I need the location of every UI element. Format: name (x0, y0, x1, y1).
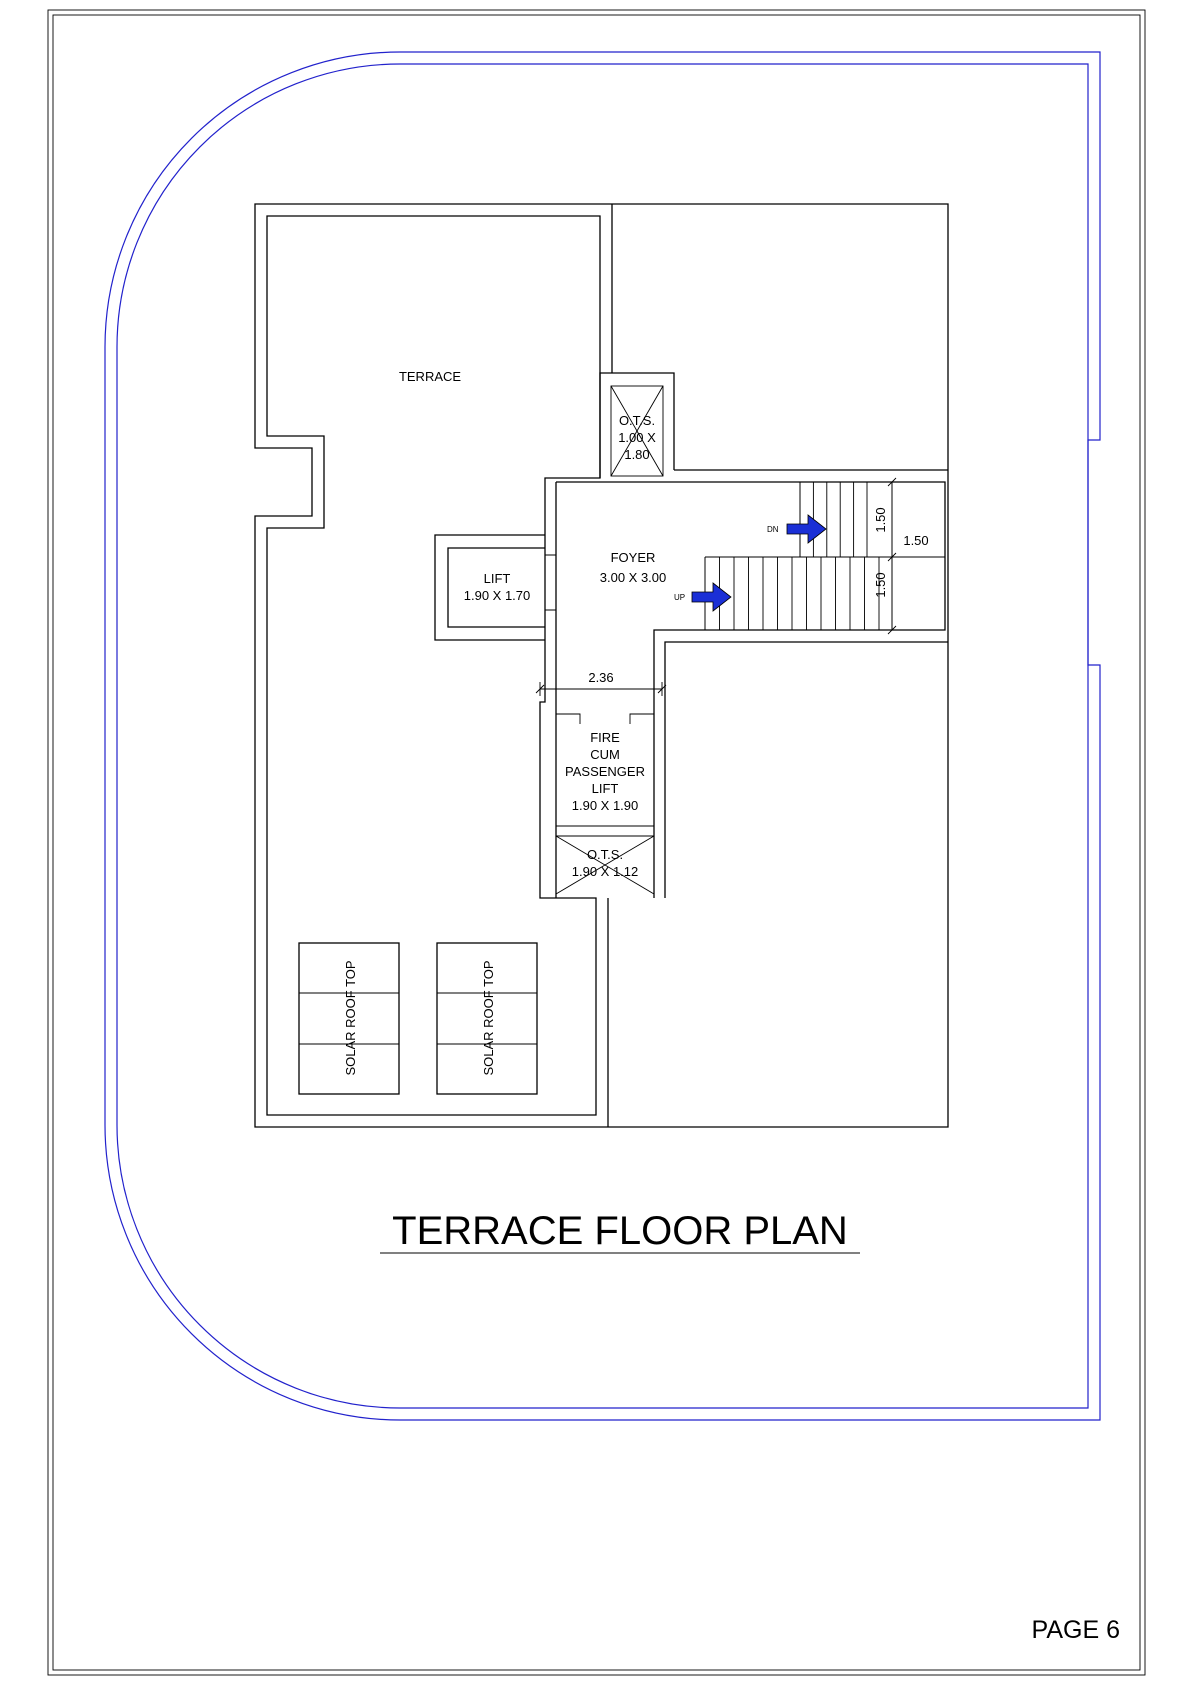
ots-top-label-line3: 1.80 (624, 447, 649, 462)
lift-door-jambs (545, 554, 556, 611)
title-block: TERRACE FLOOR PLAN (380, 1209, 860, 1254)
drawing-title: TERRACE FLOOR PLAN (392, 1209, 848, 1253)
dn-label: DN (767, 525, 779, 534)
solar-panel-2-label: SOLAR ROOF TOP (481, 960, 496, 1075)
lift-label: LIFT (484, 571, 511, 586)
lift-shaft-walls (434, 534, 545, 641)
fire-lift-label-line2: CUM (590, 747, 620, 762)
stair-flight-edges (704, 482, 945, 630)
dim-flight-upper-text: 1.50 (873, 507, 888, 532)
solar-panel-1-rows (299, 992, 399, 1045)
building-walls (254, 203, 949, 1128)
ots-top-diagonal-2 (610, 385, 664, 477)
plot-boundary-inner (116, 63, 1089, 1409)
dimension-lines: 2.36 1.50 1.50 1.50 (535, 477, 929, 696)
outer-wall (254, 203, 949, 1128)
room-labels: TERRACE O.T.S. 1.00 X 1.80 FOYER 3.00 X … (399, 369, 666, 879)
up-arrow: UP (674, 582, 732, 612)
ots-bottom-size: 1.90 X 1.12 (572, 864, 639, 879)
stair-lower-flight (704, 557, 880, 630)
lift-size: 1.90 X 1.70 (464, 588, 531, 603)
solar-panel-1 (298, 942, 400, 1095)
dim-flight-ticks (887, 477, 897, 635)
ots-top-label-line2: 1.00 X (618, 430, 656, 445)
core-outer-wall (664, 641, 948, 898)
page-number: PAGE 6 (1032, 1616, 1120, 1644)
dim-foyer-width-text: 2.36 (588, 670, 613, 685)
dn-arrow: DN (767, 514, 827, 544)
sheet-border-outer (47, 9, 1146, 1676)
solar-panel-2-rows (437, 992, 537, 1045)
core-inner-wall (556, 481, 946, 898)
dim-flight-lower-text: 1.50 (873, 572, 888, 597)
up-label: UP (674, 593, 685, 602)
plot-boundary (104, 51, 1101, 1421)
ots-top-label-line1: O.T.S. (619, 413, 655, 428)
ots-top-shaft (610, 385, 664, 477)
terrace-parapet (266, 215, 601, 1116)
staircase: DN UP (674, 482, 945, 630)
fire-lift-door-jambs (556, 713, 654, 724)
dim-foyer-width-ticks (535, 682, 667, 696)
fire-lift-label-line3: PASSENGER (565, 764, 645, 779)
solar-panel-1-label: SOLAR ROOF TOP (343, 960, 358, 1075)
plot-boundary-outer (104, 51, 1101, 1421)
terrace-label: TERRACE (399, 369, 461, 384)
shaft-details (545, 385, 664, 895)
solar-panels: SOLAR ROOF TOP SOLAR ROOF TOP (298, 942, 538, 1095)
ots-bottom-diagonal-2 (555, 835, 655, 895)
ots-bottom-label: O.T.S. (587, 847, 623, 862)
dn-arrow-icon (786, 514, 827, 544)
fire-lift-label-line1: FIRE (590, 730, 620, 745)
up-arrow-icon (691, 582, 732, 612)
fire-lift-label-line4: LIFT (592, 781, 619, 796)
foyer-label: FOYER (611, 550, 656, 565)
sheet-border-inner (52, 14, 1141, 1671)
solar-panel-2 (436, 942, 538, 1095)
fire-lift-size: 1.90 X 1.90 (572, 798, 639, 813)
foyer-size: 3.00 X 3.00 (600, 570, 667, 585)
dim-landing-text: 1.50 (903, 533, 928, 548)
ots-top-walls (599, 372, 675, 478)
